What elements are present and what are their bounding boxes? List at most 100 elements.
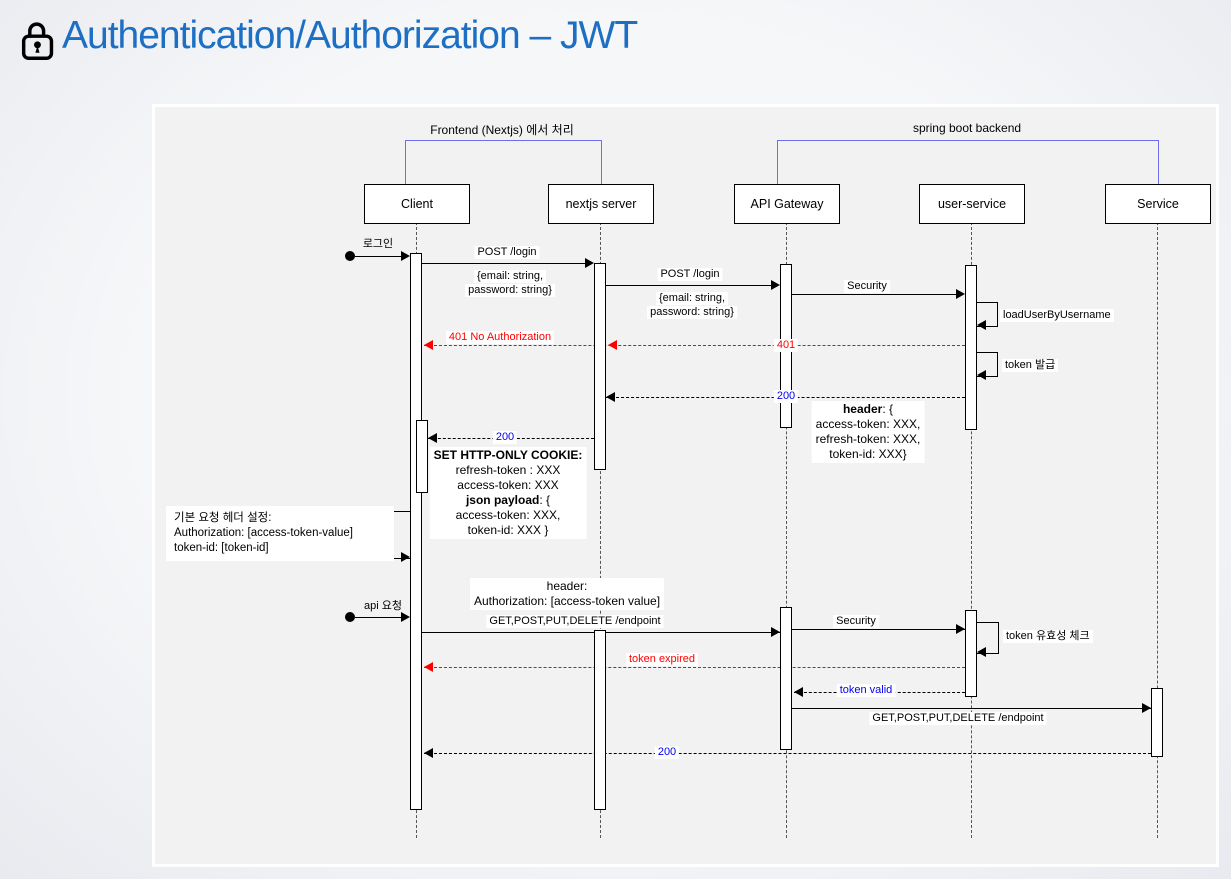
activation-service [1151, 688, 1163, 757]
msg-token-issue-label: token 발급 [1002, 359, 1059, 372]
actor-client-label: Client [401, 197, 433, 211]
entry-login-arrowhead [401, 251, 410, 261]
loop-token-issue [977, 352, 998, 377]
loop-load-user [977, 302, 998, 327]
msg-post-login-2-line [606, 285, 772, 286]
lifeline-nextjs [600, 222, 601, 838]
actor-user-service-label: user-service [937, 197, 1007, 211]
msg-200-login-client-arrowhead [428, 433, 437, 443]
msg-post-login-1-body1: {email: string, [473, 270, 547, 283]
loop-token-check [977, 622, 999, 654]
activation-client-main [410, 253, 422, 810]
note-token-header-line1: header: { [842, 402, 894, 416]
loop-load-user-arrowhead [977, 320, 986, 330]
msg-post-login-1-arrowhead [585, 258, 594, 268]
msg-endpoint-1-label: GET,POST,PUT,DELETE /endpoint [486, 615, 664, 628]
msg-401-arrowhead-nextjs [608, 340, 617, 350]
msg-200-login-nextjs-arrowhead [606, 392, 615, 402]
note-token-header: header: { access-token: XXX, refresh-tok… [811, 401, 925, 463]
msg-401-line [424, 345, 965, 346]
msg-endpoint-2-line [792, 708, 1151, 709]
group-bracket-frontend [405, 140, 602, 185]
entry-login-line [355, 256, 402, 257]
actor-nextjs-server-label: nextjs server [565, 197, 637, 211]
activation-client-nested [416, 420, 428, 493]
msg-200-final-arrowhead [424, 748, 433, 758]
activation-gateway-2 [780, 607, 792, 750]
msg-security-1-arrowhead [956, 289, 965, 299]
msg-post-login-2-body2: password: string} [647, 306, 737, 319]
actor-user-service: user-service [919, 184, 1025, 224]
entry-api-line [355, 617, 402, 618]
actor-api-gateway-label: API Gateway [750, 197, 824, 211]
note-set-cookie-line4: json payload: { [465, 493, 551, 507]
note-set-cookie-line1: SET HTTP-ONLY COOKIE: [433, 448, 583, 462]
note-set-cookie-line6: token-id: XXX } [467, 523, 549, 537]
note-set-cookie-line5: access-token: XXX, [455, 508, 561, 522]
note-default-headers-line2: Authorization: [access-token-value] [174, 527, 353, 539]
note-request-header: header: Authorization: [access-token val… [469, 578, 665, 610]
note-default-headers-line3: token-id: [token-id] [174, 542, 269, 554]
msg-token-expired-arrowhead [424, 662, 433, 672]
activation-user-service-2 [965, 610, 977, 697]
note-set-cookie: SET HTTP-ONLY COOKIE: refresh-token : XX… [429, 447, 587, 539]
msg-security-2-line [792, 629, 965, 630]
note-token-header-line3: refresh-token: XXX, [815, 432, 921, 446]
msg-post-login-2-arrowhead [771, 280, 780, 290]
msg-post-login-1-label: POST /login [474, 246, 540, 259]
msg-401-arrowhead-client [424, 340, 433, 350]
activation-nextjs-2 [594, 630, 606, 810]
msg-token-valid-label: token valid [836, 684, 896, 697]
loop-default-headers-arrowhead [401, 552, 410, 562]
note-token-header-line4: token-id: XXX} [829, 447, 907, 461]
msg-200-final-line [424, 753, 1151, 754]
actor-client: Client [364, 184, 470, 224]
page-title: Authentication/Authorization – JWT [62, 14, 638, 57]
msg-401-label: 401 No Authorization [445, 331, 555, 344]
msg-200-login-nextjs-code: 200 [773, 390, 799, 403]
entry-api-arrowhead [401, 612, 410, 622]
msg-token-expired-line [424, 667, 965, 668]
actor-service-label: Service [1137, 197, 1179, 211]
msg-post-login-1-body2: password: string} [465, 284, 555, 297]
msg-security-1-line [792, 294, 956, 295]
msg-token-check-label: token 유효성 체크 [1003, 630, 1093, 643]
loop-token-issue-arrowhead [977, 370, 986, 380]
actor-nextjs-server: nextjs server [548, 184, 654, 224]
diagram-canvas [152, 104, 1219, 867]
lifeline-user-service [971, 222, 972, 838]
note-default-headers-line1: 기본 요청 헤더 설정: [174, 512, 272, 524]
activation-nextjs-1 [594, 263, 606, 470]
actor-api-gateway: API Gateway [734, 184, 840, 224]
note-set-cookie-line2: refresh-token : XXX [455, 463, 561, 477]
msg-endpoint-1-arrowhead [771, 627, 780, 637]
entry-api-dot [345, 612, 355, 622]
msg-endpoint-2-label: GET,POST,PUT,DELETE /endpoint [869, 712, 1047, 725]
msg-200-login-client-code: 200 [492, 431, 518, 444]
msg-security-2-label: Security [833, 615, 879, 628]
msg-post-login-2-label: POST /login [657, 268, 723, 281]
msg-200-final-code: 200 [654, 746, 680, 759]
actor-service: Service [1105, 184, 1211, 224]
note-request-header-line1: header: [546, 579, 588, 593]
group-label-frontend: Frontend (Nextjs) 에서 처리 [430, 123, 574, 137]
lock-icon [21, 22, 54, 60]
note-default-headers: 기본 요청 헤더 설정: Authorization: [access-toke… [166, 506, 394, 561]
activation-user-service-1 [965, 265, 977, 430]
msg-endpoint-2-arrowhead [1142, 703, 1151, 713]
entry-login-label: 로그인 [362, 238, 394, 250]
msg-post-login-1-line [422, 263, 586, 264]
note-token-header-line2: access-token: XXX, [815, 417, 921, 431]
msg-load-user-label: loadUserByUsername [1000, 309, 1114, 322]
note-request-header-line2: Authorization: [access-token value] [473, 594, 661, 608]
msg-token-valid-arrowhead [794, 687, 803, 697]
loop-token-check-arrowhead [977, 647, 986, 657]
msg-post-login-2-body1: {email: string, [655, 292, 729, 305]
note-set-cookie-line3: access-token: XXX [457, 478, 559, 492]
msg-token-expired-label: token expired [625, 653, 699, 666]
msg-security-2-arrowhead [956, 624, 965, 634]
msg-security-1-label: Security [844, 280, 890, 293]
lifeline-gateway [786, 222, 787, 838]
group-bracket-backend [777, 140, 1159, 185]
